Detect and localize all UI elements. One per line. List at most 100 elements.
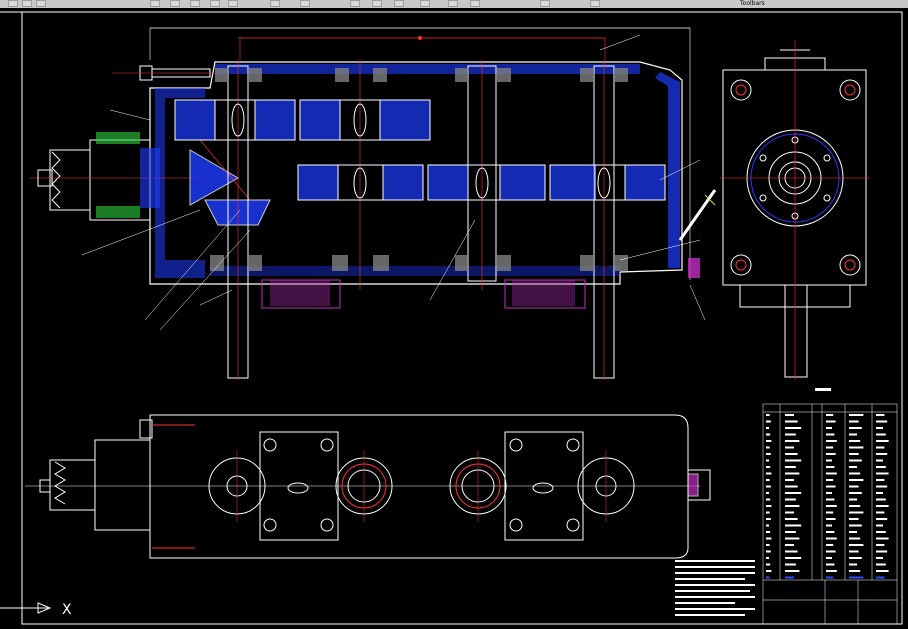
parts-list-cell (826, 446, 834, 449)
toolbar-icon[interactable] (394, 0, 404, 7)
parts-list-cell (785, 550, 798, 553)
parts-list-cell (766, 459, 769, 462)
parts-list-cell (849, 550, 859, 553)
parts-list-cell (766, 563, 771, 566)
parts-list-cell (826, 505, 837, 507)
parts-list-cell (785, 459, 802, 462)
parts-list-cell (876, 466, 886, 468)
parts-list-cell (876, 453, 888, 455)
parts-list-cell (849, 459, 862, 462)
parts-list-cell (785, 498, 796, 501)
parts-list-cell (766, 485, 771, 488)
lower-gear-row (297, 164, 666, 201)
toolbar-title: Toolbars (740, 0, 765, 7)
parts-list-cell (849, 479, 864, 481)
ucs-axis-x: X (62, 602, 72, 618)
parts-list-cell (766, 537, 772, 540)
parts-list-cell (849, 505, 861, 507)
shaft-2 (359, 60, 361, 290)
parts-list-cell (766, 420, 771, 423)
parts-list-cell (826, 427, 832, 429)
toolbar-icon[interactable] (350, 0, 360, 7)
parts-list-cell (849, 570, 861, 572)
parts-list-cell (785, 505, 800, 507)
parts-list-cell (876, 440, 889, 442)
shaft-4 (593, 60, 615, 380)
parts-list-cell (785, 420, 798, 423)
parts-list-rows (766, 414, 889, 579)
bearings-top (215, 68, 628, 82)
parts-list-cell (876, 479, 885, 481)
parts-list-cell (785, 563, 796, 566)
parts-list-cell (876, 518, 888, 520)
parts-list-cell (785, 524, 802, 527)
input-pulley (30, 132, 200, 221)
parts-list-cell (876, 557, 883, 559)
parts-list-cell (849, 531, 857, 533)
parts-list-cell (766, 511, 770, 514)
parts-list-cell (876, 459, 883, 462)
parts-list-cell (766, 479, 770, 481)
parts-list-cell (785, 492, 802, 494)
toolbar-icon[interactable] (150, 0, 160, 7)
toolbar-icon[interactable] (8, 0, 18, 7)
parts-list-cell (849, 466, 857, 468)
parts-list-cell (785, 472, 800, 475)
parts-list-cell (785, 557, 802, 559)
parts-list-cell (826, 524, 832, 527)
parts-list-cell (849, 544, 864, 546)
parts-list-cell (826, 466, 835, 468)
toolbar-icon[interactable] (210, 0, 220, 7)
parts-list-cell (826, 550, 836, 553)
parts-list-cell (785, 440, 800, 442)
toolbar-icon[interactable] (590, 0, 600, 7)
parts-list-cell (826, 453, 836, 455)
parts-list-cell (876, 414, 885, 416)
parts-list-cell (826, 420, 836, 423)
toolbar-icon[interactable] (170, 0, 180, 7)
toolbar-icon[interactable] (372, 0, 382, 7)
parts-list-cell (785, 485, 798, 488)
parts-list-cell (826, 563, 835, 566)
toolbar-icon[interactable] (420, 0, 430, 7)
parts-list-cell (849, 498, 857, 501)
parts-list-cell (876, 446, 885, 449)
toolbar-icon[interactable] (36, 0, 46, 7)
parts-list-cell (785, 570, 800, 572)
parts-list-table (762, 403, 898, 625)
toolbar-icon[interactable] (270, 0, 280, 7)
parts-list-cell (766, 453, 771, 455)
toolbar-icon[interactable] (448, 0, 458, 7)
upper-gear-row (174, 99, 431, 141)
parts-list-cell (785, 453, 798, 455)
parts-list-cell (766, 414, 770, 416)
parts-list-cell (826, 557, 832, 559)
parts-list-cell (785, 537, 800, 540)
parts-list-cell (785, 544, 794, 546)
parts-list-cell (876, 420, 888, 423)
toolbar-icon[interactable] (228, 0, 238, 7)
parts-list-cell (826, 492, 832, 494)
parts-list-cell (849, 433, 857, 436)
ucs-icon: X (0, 602, 72, 618)
toolbar-icon[interactable] (540, 0, 550, 7)
parts-list-cell (826, 479, 834, 481)
parts-list-cell (826, 433, 835, 436)
parts-list-cell (785, 518, 798, 520)
toolbar-icon[interactable] (22, 0, 32, 7)
parts-list-cell (766, 505, 772, 507)
parts-list-cell (785, 433, 796, 436)
shaft-1 (227, 60, 249, 380)
parts-list-cell (785, 427, 802, 429)
parts-list-cell (766, 557, 769, 559)
toolbar-icon[interactable] (190, 0, 200, 7)
toolbar-icon[interactable] (470, 0, 480, 7)
parts-list-heading (815, 388, 831, 391)
parts-list-cell (785, 414, 794, 416)
parts-list-cell (766, 440, 772, 442)
toolbar-icon[interactable] (300, 0, 310, 7)
parts-list-cell (826, 414, 834, 416)
parts-list-cell (766, 576, 770, 579)
gearbox-section-view (30, 27, 717, 380)
drawing-canvas[interactable]: X (0, 8, 908, 629)
